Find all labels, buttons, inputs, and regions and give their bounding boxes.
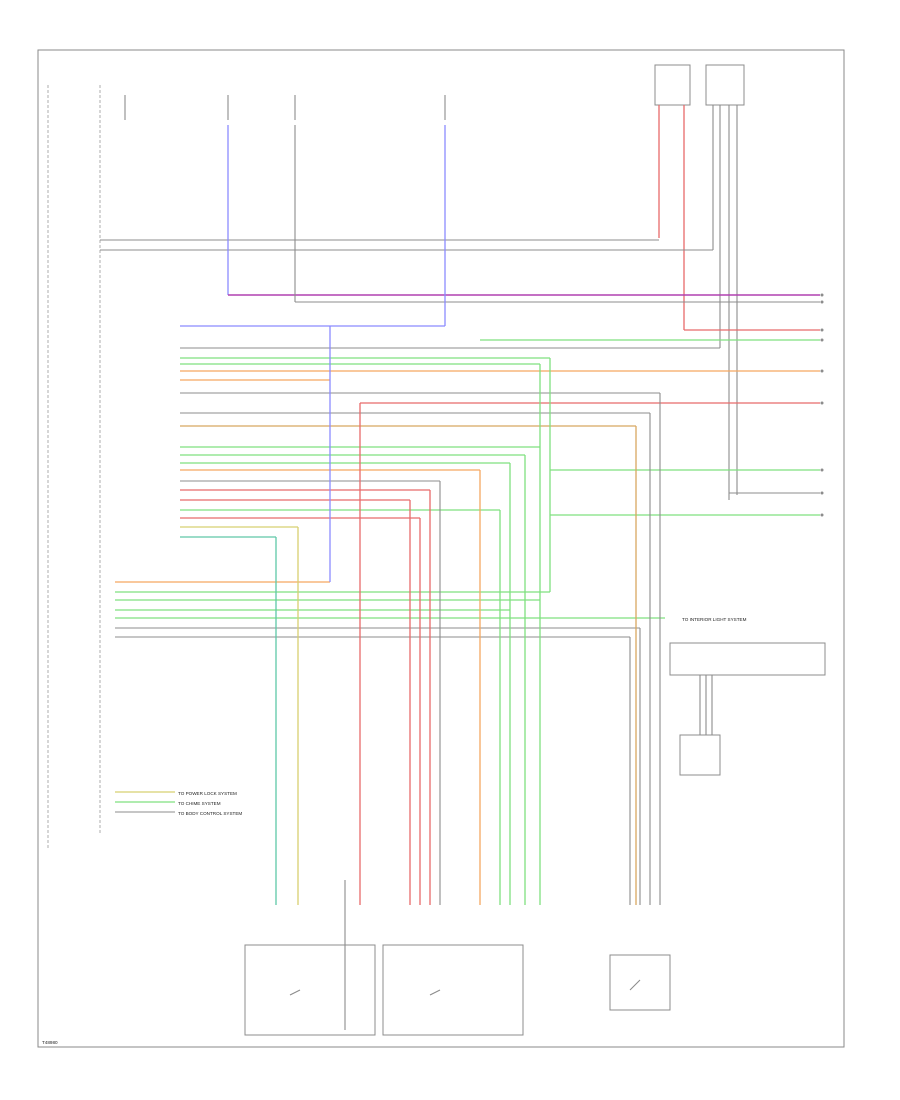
callout-chime: TO CHIME SYSTEM [178,801,221,806]
upper-bus-wires [100,125,820,327]
ecu-terminal-wires [180,329,820,538]
bottom-left-connector [115,791,175,813]
callout-body-control: TO BODY CONTROL SYSTEM [178,811,242,816]
callout-interior-light: TO INTERIOR LIGHT SYSTEM [682,617,747,622]
lower-ecu-wires [115,326,826,905]
diagram-reference-code: T48980 [42,1040,58,1045]
bottom-switch-assemblies [244,944,671,1036]
diagram-frame [37,49,845,1048]
right-terminals [820,293,824,517]
callout-power-lock: TO POWER LOCK SYSTEM [178,791,237,796]
switch-feed-wires [275,358,661,1030]
top-right-harness [658,105,738,500]
top-power-feeds [124,64,745,120]
